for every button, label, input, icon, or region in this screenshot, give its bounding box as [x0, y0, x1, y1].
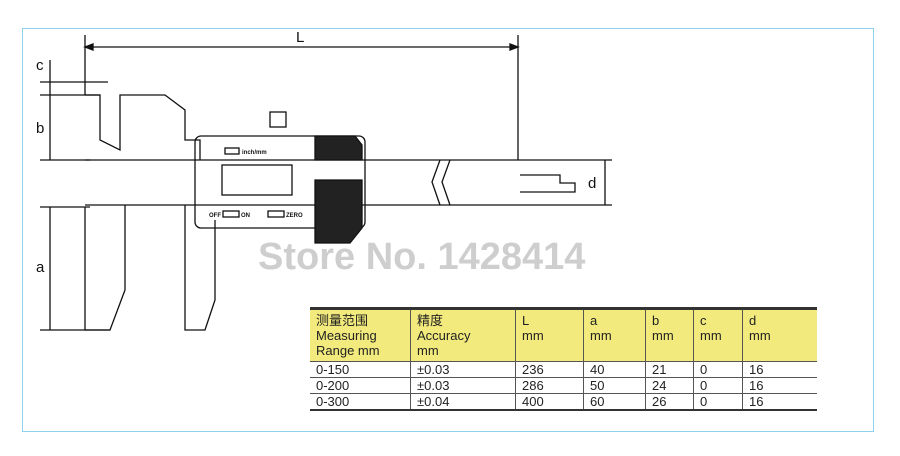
cell: ±0.03 — [410, 377, 516, 394]
store-watermark: Store No. 1428414 — [258, 236, 586, 278]
caliper-drawing: inch/mm OFF ON ZERO — [84, 94, 576, 331]
cell: 400 — [515, 393, 584, 410]
cell: 60 — [583, 393, 646, 410]
dimension-d: d — [520, 159, 612, 206]
cell: 16 — [742, 361, 817, 378]
dim-label-d: d — [588, 175, 596, 192]
display-label-inch-mm: inch/mm — [242, 150, 267, 156]
cell: 286 — [515, 377, 584, 394]
cell: 0-150 — [310, 361, 411, 378]
cell: 0 — [693, 361, 743, 378]
cell: 50 — [583, 377, 646, 394]
cell: 0-200 — [310, 377, 411, 394]
display-label-off: OFF — [209, 213, 221, 219]
cell: ±0.03 — [410, 361, 516, 378]
cell: 16 — [742, 393, 817, 410]
dim-label-b: b — [36, 120, 44, 137]
cell: 26 — [645, 393, 694, 410]
dimension-abc: c b a — [36, 57, 110, 331]
cell: 0-300 — [310, 393, 411, 410]
display-label-zero: ZERO — [286, 213, 303, 219]
cell: 40 — [583, 361, 646, 378]
cell: ±0.04 — [410, 393, 516, 410]
image-frame — [22, 28, 874, 432]
cell: 236 — [515, 361, 584, 378]
dim-label-L: L — [296, 29, 304, 46]
cell: 16 — [742, 377, 817, 394]
cell: 21 — [645, 361, 694, 378]
cell: 0 — [693, 393, 743, 410]
cell: 24 — [645, 377, 694, 394]
dim-label-a: a — [36, 259, 45, 276]
dimension-L: L — [83, 29, 520, 160]
dim-label-c: c — [36, 57, 44, 74]
cell: 0 — [693, 377, 743, 394]
display-label-on: ON — [241, 213, 250, 219]
